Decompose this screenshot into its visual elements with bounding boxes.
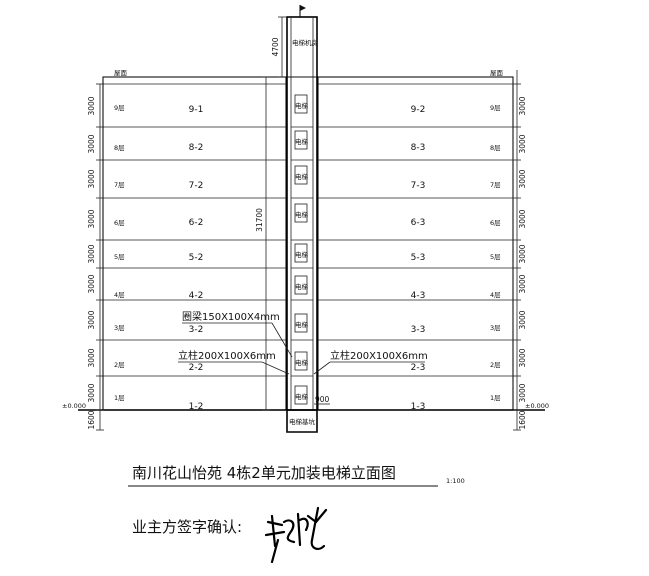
dim-right-1: 3000 xyxy=(518,383,527,402)
floor-label-right-4: 4层 xyxy=(490,291,501,299)
unit-label-left-9: 9-1 xyxy=(189,105,204,115)
floor-label-right-7: 7层 xyxy=(490,181,501,189)
floor-label-right-1: 1层 xyxy=(490,394,501,402)
annotation-leaders xyxy=(178,322,425,375)
floor-label-right-6: 6层 xyxy=(490,219,501,227)
unit-label-left-5: 5-2 xyxy=(189,253,204,263)
dim-right-base: 1600 xyxy=(518,410,527,429)
dim-left-3: 3000 xyxy=(87,310,96,329)
dim-right-9: 3000 xyxy=(518,96,527,115)
floor-label-left-5: 5层 xyxy=(114,253,125,261)
dim-left-7: 3000 xyxy=(87,169,96,188)
dim-right-4: 3000 xyxy=(518,274,527,293)
unit-label-right-6: 6-3 xyxy=(411,218,426,228)
floor-label-left-8: 8层 xyxy=(114,144,125,152)
dim-left-6: 3000 xyxy=(87,209,96,228)
unit-label-right-4: 4-3 xyxy=(411,291,426,301)
dim-pit-width: 900 xyxy=(315,395,330,404)
elevator-label-1: 电梯 xyxy=(295,392,309,401)
unit-label-right-9: 9-2 xyxy=(411,105,426,115)
elevator-label-2: 电梯 xyxy=(295,358,309,367)
unit-label-left-4: 4-2 xyxy=(189,291,204,301)
floor-label-left-1: 1层 xyxy=(114,394,125,402)
ground-level-left: ±0.000 xyxy=(62,402,86,410)
elevator-label-3: 电梯 xyxy=(295,320,309,329)
annotation-column-left: 立柱200X100X6mm xyxy=(178,349,276,362)
dim-right-8: 3000 xyxy=(518,134,527,153)
elevator-shaft xyxy=(286,5,318,433)
floor-label-left-2: 2层 xyxy=(114,361,125,369)
elevator-label-8: 电梯 xyxy=(295,137,309,146)
unit-label-right-1: 1-3 xyxy=(411,402,426,412)
floor-label-right-8: 8层 xyxy=(490,144,501,152)
floor-lines xyxy=(103,83,513,377)
dimension-chain-right xyxy=(513,70,521,431)
unit-label-left-8: 8-2 xyxy=(189,143,204,153)
floor-label-right-3: 3层 xyxy=(490,324,501,332)
roof-label-right: 屋面 xyxy=(490,69,504,77)
dim-right-5: 3000 xyxy=(518,244,527,263)
machine-room-label: 电梯机房 xyxy=(292,38,318,47)
pit-label: 电梯基坑 xyxy=(289,417,316,426)
elevator-label-4: 电梯 xyxy=(295,282,309,291)
dim-total-height: 31700 xyxy=(255,208,264,232)
dim-right-6: 3000 xyxy=(518,209,527,228)
elevator-label-9: 电梯 xyxy=(295,101,309,110)
unit-label-left-1: 1-2 xyxy=(189,402,204,412)
floor-label-left-3: 3层 xyxy=(114,324,125,332)
roof-label-left: 屋面 xyxy=(114,69,128,77)
dim-left-5: 3000 xyxy=(87,244,96,263)
unit-label-left-7: 7-2 xyxy=(189,181,204,191)
drawing-title: 南川花山怡苑 4栋2单元加装电梯立面图 xyxy=(132,464,396,482)
unit-label-left-3: 3-2 xyxy=(189,325,204,335)
dim-right-3: 3000 xyxy=(518,310,527,329)
unit-label-right-3: 3-3 xyxy=(411,325,426,335)
floor-label-left-4: 4层 xyxy=(114,291,125,299)
handwritten-signature xyxy=(264,506,328,564)
elevator-label-5: 电梯 xyxy=(295,250,309,259)
shaft-dimensions xyxy=(262,16,286,411)
unit-label-right-7: 7-3 xyxy=(411,181,426,191)
unit-label-right-8: 8-3 xyxy=(411,143,426,153)
elevator-label-6: 电梯 xyxy=(295,210,309,219)
dimension-chain-left xyxy=(96,83,104,431)
dim-right-7: 3000 xyxy=(518,169,527,188)
ground-level-right: ±0.000 xyxy=(525,402,549,410)
dim-right-2: 3000 xyxy=(518,348,527,367)
drawing-scale: 1:100 xyxy=(446,477,465,485)
dim-left-9: 3000 xyxy=(87,96,96,115)
unit-label-left-2: 2-2 xyxy=(189,363,204,373)
annotation-column-right: 立柱200X100X6mm xyxy=(330,349,428,362)
dim-left-8: 3000 xyxy=(87,134,96,153)
unit-label-right-2: 2-3 xyxy=(411,363,426,373)
floor-label-left-7: 7层 xyxy=(114,181,125,189)
floor-label-right-5: 5层 xyxy=(490,253,501,261)
owner-signature-label: 业主方签字确认: xyxy=(132,518,242,536)
dim-machine-room: 4700 xyxy=(271,37,280,56)
dim-left-1: 3000 xyxy=(87,383,96,402)
elevator-label-7: 电梯 xyxy=(295,172,309,181)
dim-left-base: 1600 xyxy=(87,410,96,429)
unit-label-right-5: 5-3 xyxy=(411,253,426,263)
annotation-ring-beam: 圈梁150X100X4mm xyxy=(182,310,280,323)
dim-left-4: 3000 xyxy=(87,274,96,293)
floor-label-left-9: 9层 xyxy=(114,104,125,112)
unit-label-left-6: 6-2 xyxy=(189,218,204,228)
floor-label-right-9: 9层 xyxy=(490,104,501,112)
floor-label-right-2: 2层 xyxy=(490,361,501,369)
dim-left-2: 3000 xyxy=(87,348,96,367)
floor-label-left-6: 6层 xyxy=(114,219,125,227)
